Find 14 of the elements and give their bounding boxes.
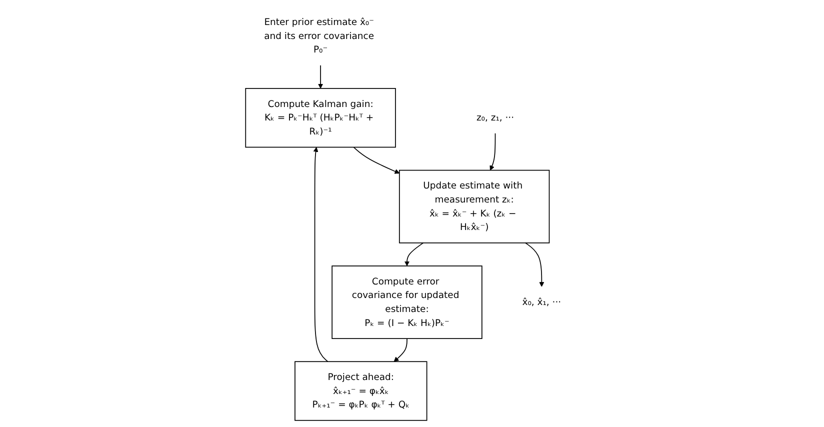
arrow — [394, 338, 408, 362]
arrow — [318, 64, 324, 89]
node-text: z₀, z₁, ··· — [476, 112, 514, 124]
node-text: x̂₀, x̂₁, ··· — [522, 296, 562, 308]
arrow — [313, 147, 328, 362]
arrow — [490, 132, 496, 170]
node-box: Project ahead: x̂ₖ₊₁⁻ = φₖx̂ₖ Pₖ₊₁⁻ = φₖPₖ φₖᵀ + Qₖ — [294, 361, 428, 421]
arrow — [525, 242, 544, 287]
node-box: Update estimate with measurement zₖ: x̂ₖ = x̂ₖ⁻ + Kₖ (zₖ − Hₖx̂ₖ⁻) — [398, 170, 550, 244]
node-text: Enter prior estimate x̂₀⁻ and its error covariance P₀⁻ — [264, 16, 374, 56]
node-box: Compute Kalman gain: Kₖ = Pₖ⁻Hₖᵀ (HₖPₖ⁻Hₖᵀ + Rₖ)⁻¹ — [245, 88, 396, 148]
node-box: Compute error covariance for updated estimate: Pₖ = (I − Kₖ Hₖ)Pₖ⁻ — [332, 266, 482, 339]
arrow — [353, 146, 400, 174]
arrow — [404, 242, 424, 266]
